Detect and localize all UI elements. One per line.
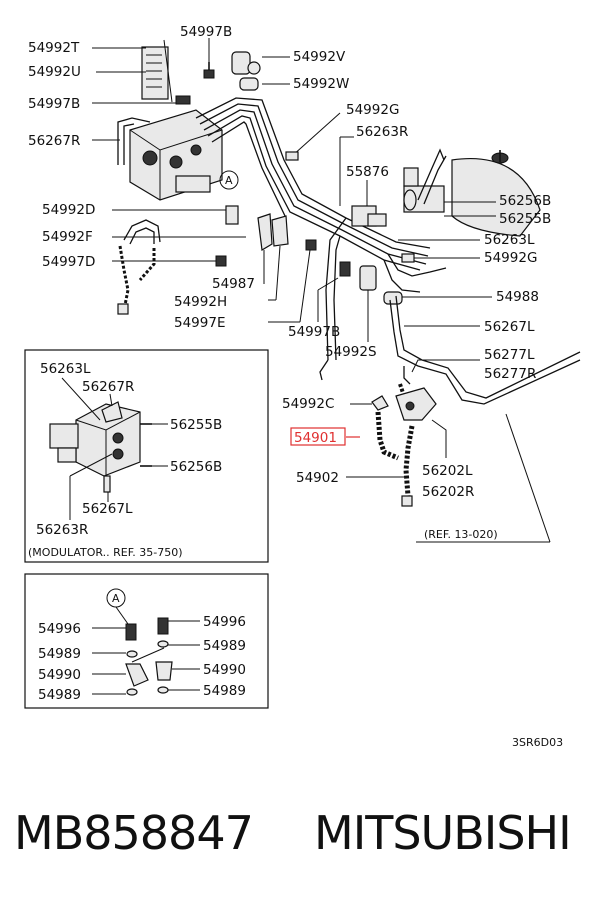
label-56263L: 56263L — [484, 232, 535, 248]
modulator-label-56267R: 56267R — [82, 379, 134, 395]
label-54902: 54902 — [296, 470, 339, 486]
connector-55876 — [351, 205, 387, 227]
label-54992C: 54992C — [282, 396, 334, 412]
label-54997B-top: 54997B — [180, 24, 232, 40]
hairpin-pipe-54992F — [117, 219, 161, 315]
bolt-54997B — [203, 62, 215, 79]
detail-a-parts — [125, 617, 173, 696]
label-54992V: 54992V — [293, 49, 346, 65]
label-54997B-left: 54997B — [28, 96, 80, 112]
brake-booster — [451, 150, 541, 237]
label-56277R: 56277R — [484, 366, 536, 382]
label-54992W: 54992W — [293, 76, 349, 92]
bolt-54997B-mid — [339, 261, 351, 277]
detail-label-54989-2: 54989 — [203, 638, 246, 654]
label-54992H: 54992H — [174, 294, 227, 310]
clip-54992D — [225, 205, 239, 225]
label-56202R: 56202R — [422, 484, 474, 500]
detail-label-54990-right: 54990 — [203, 662, 246, 678]
detail-label-54996-left: 54996 — [38, 621, 81, 637]
label-54997B-mid: 54997B — [288, 324, 340, 340]
label-56255B: 56255B — [499, 211, 551, 227]
label-56263R-top: 56263R — [356, 124, 408, 140]
label-54992G-top: 54992G — [346, 102, 399, 118]
detail-label-54989-4: 54989 — [203, 683, 246, 699]
clip-54992V — [231, 51, 261, 75]
bracket-56202 — [395, 387, 437, 421]
highlight-box-54901 — [290, 427, 346, 446]
modulator-label-56267L: 56267L — [82, 501, 133, 517]
detail-circle-a: A — [112, 592, 120, 605]
brand-name: MITSUBISHI — [314, 806, 572, 860]
brake-line-diagram: 54992T 54992U 54997B 54992V 54992W 54997… — [24, 24, 581, 749]
label-54992S: 54992S — [325, 344, 377, 360]
clip-54988 — [383, 291, 403, 305]
label-54997E: 54997E — [174, 315, 225, 331]
clip-54992W — [239, 77, 259, 91]
brake-hose-54902 — [401, 425, 415, 507]
detail-label-54996-right: 54996 — [203, 614, 246, 630]
clip-strip-54992T — [141, 39, 173, 103]
modulator-label-56256B: 56256B — [170, 459, 222, 475]
label-54992F: 54992F — [42, 229, 93, 245]
modulator-label-56263L: 56263L — [40, 361, 91, 377]
detail-label-54989-3: 54989 — [38, 687, 81, 703]
abs-modulator-block — [129, 109, 223, 201]
label-54901[interactable]: 54901 — [294, 430, 337, 446]
modulator-inset-drawing — [49, 401, 152, 493]
label-54997D: 54997D — [42, 254, 95, 270]
modulator-label-56255B: 56255B — [170, 417, 222, 433]
modulator-label-56263R: 56263R — [36, 522, 88, 538]
circle-a-marker: A — [225, 174, 233, 187]
master-cylinder — [403, 167, 445, 213]
clip-54992C — [371, 395, 389, 411]
label-54988: 54988 — [496, 289, 539, 305]
rear-brake-pipes — [319, 217, 581, 405]
label-54992U: 54992U — [28, 64, 81, 80]
bolt-54997B-left — [175, 95, 191, 105]
label-56267L: 56267L — [484, 319, 535, 335]
detail-label-54989-1: 54989 — [38, 646, 81, 662]
bolt-54997D — [215, 255, 227, 267]
detail-a-box — [24, 573, 269, 709]
bracket-54987 — [257, 213, 289, 251]
part-number: MB858847 — [14, 806, 254, 860]
label-56267R-top: 56267R — [28, 133, 80, 149]
label-56202L: 56202L — [422, 463, 473, 479]
label-55876: 55876 — [346, 164, 389, 180]
label-54992T: 54992T — [28, 40, 80, 56]
label-56256B: 56256B — [499, 193, 551, 209]
brake-pipe-bundle — [195, 97, 431, 271]
diagram-code: 3SR6D03 — [512, 736, 563, 749]
label-56277L: 56277L — [484, 347, 535, 363]
label-54992D: 54992D — [42, 202, 95, 218]
clip-54992S — [359, 265, 377, 291]
label-54992G-mid: 54992G — [484, 250, 537, 266]
bolt-54997E — [305, 239, 317, 251]
label-ref-13-020: (REF. 13-020) — [424, 528, 498, 541]
modulator-inset-box — [24, 349, 269, 563]
label-54987: 54987 — [212, 276, 255, 292]
modulator-caption: (MODULATOR.. REF. 35-750) — [28, 546, 183, 559]
detail-label-54990-left: 54990 — [38, 667, 81, 683]
